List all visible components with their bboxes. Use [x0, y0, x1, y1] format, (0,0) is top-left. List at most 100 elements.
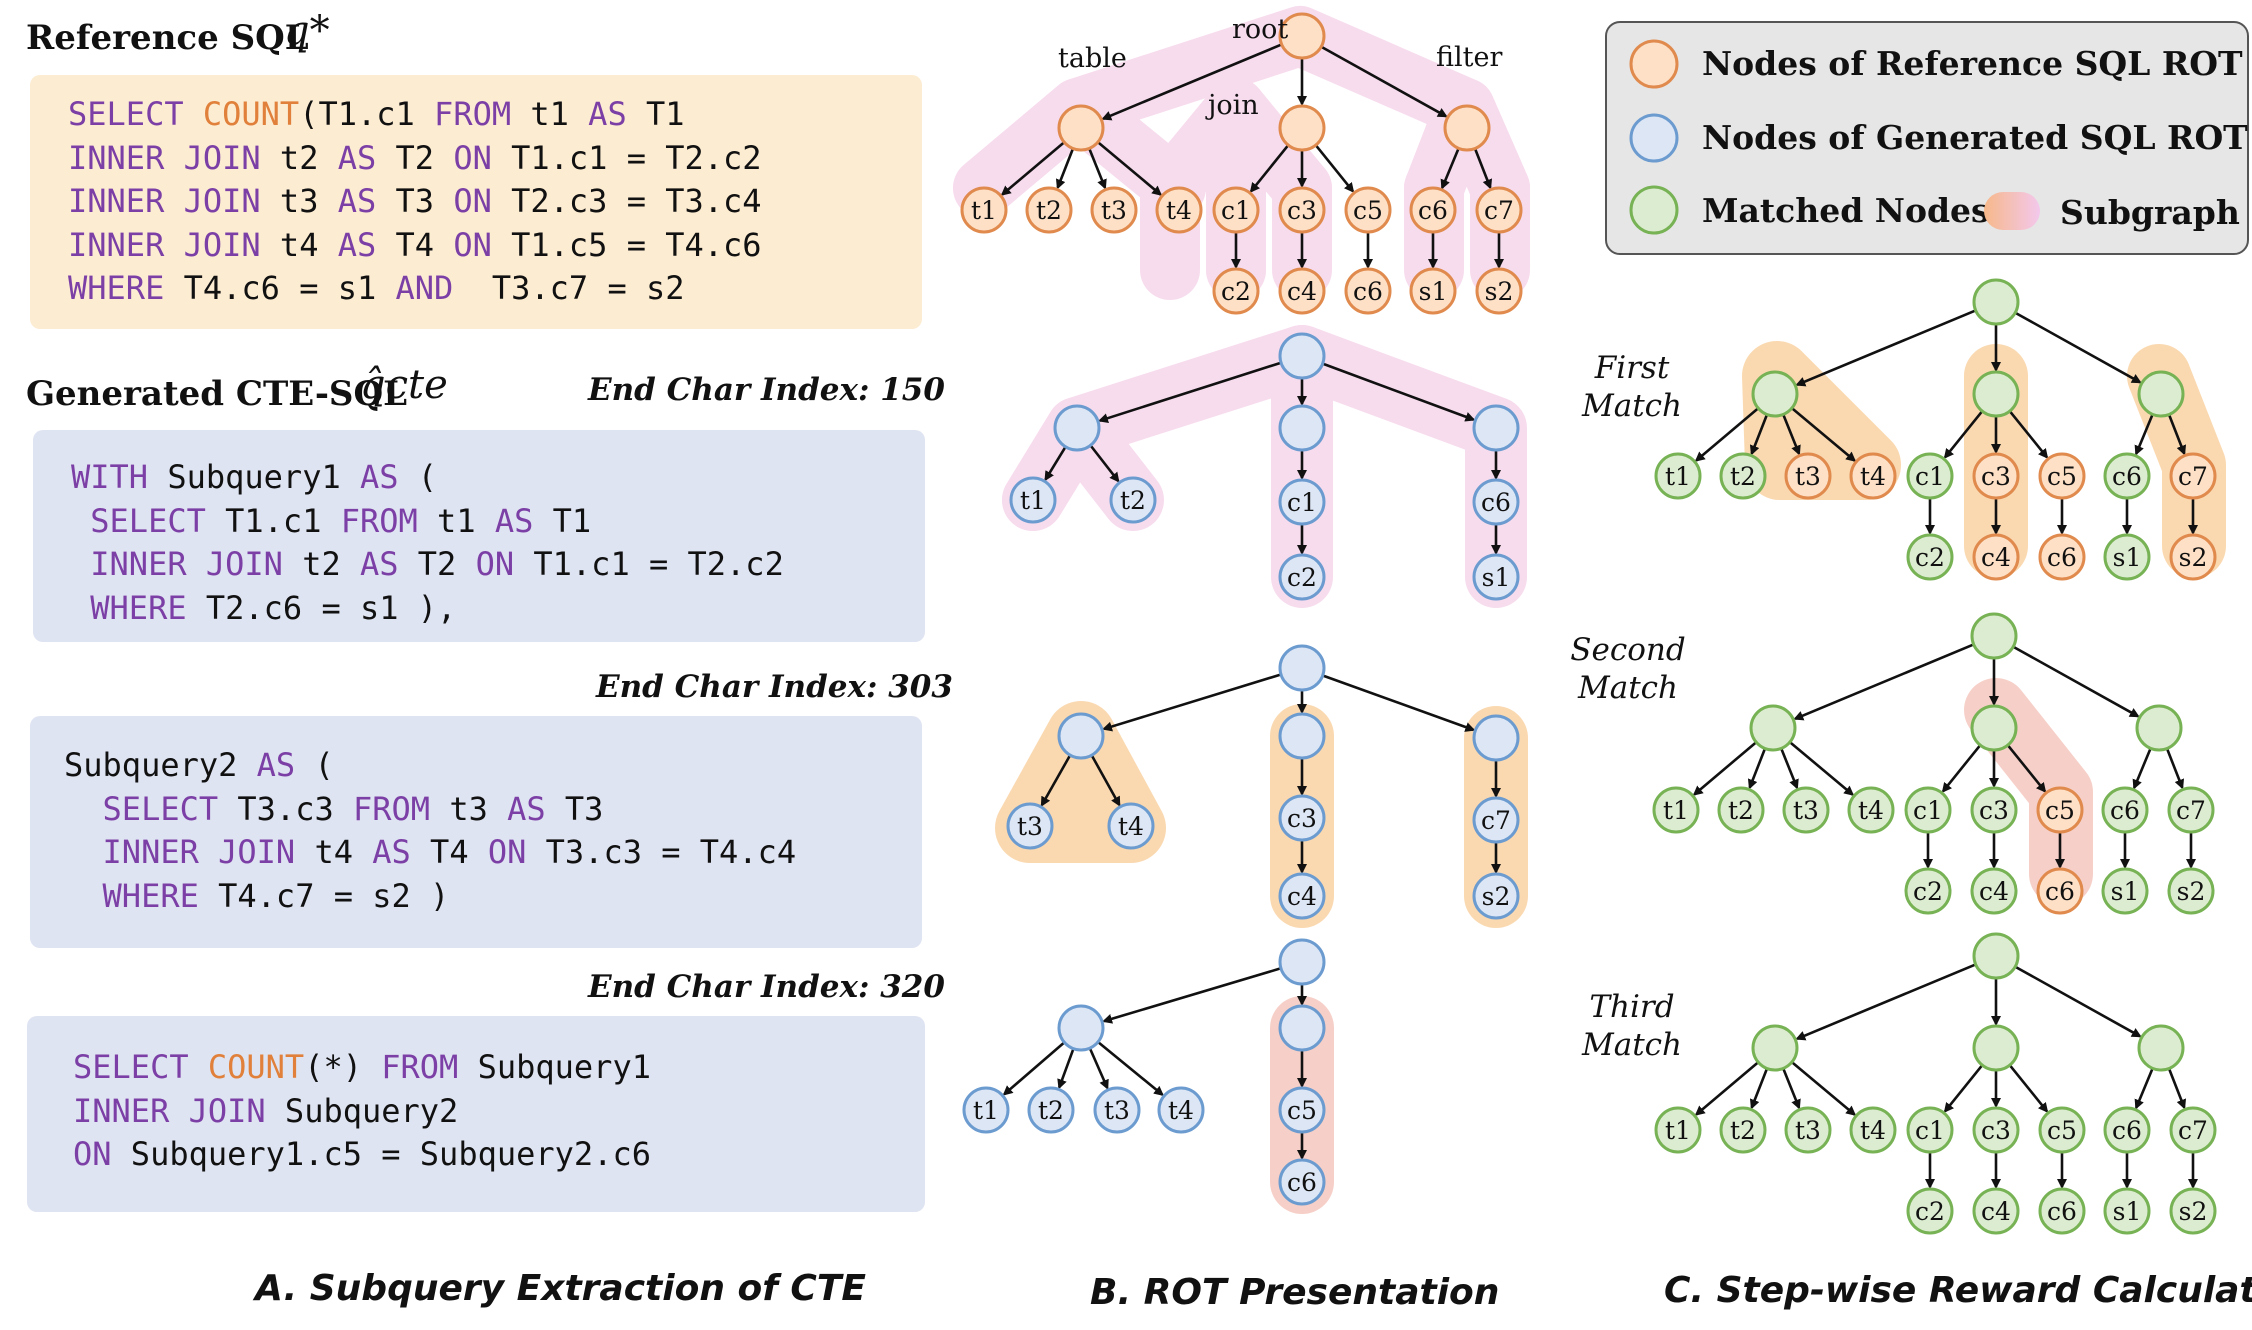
sql-keyword: AS — [337, 182, 377, 220]
legend: Nodes of Reference SQL ROT Nodes of Gene… — [1605, 21, 2249, 255]
tree-label-filter: filter — [1436, 42, 1502, 73]
node-inner — [1972, 932, 2020, 980]
tree-edge — [1749, 1068, 1769, 1110]
node-t4 — [1157, 1086, 1205, 1134]
node-s1 — [1409, 267, 1457, 315]
sql-keyword: AS — [256, 746, 296, 784]
tree-edge — [1088, 1047, 1109, 1090]
sql-keyword: WHERE — [90, 588, 187, 627]
sql-keyword: ON — [453, 138, 492, 177]
node-label: c4 — [1981, 1197, 2011, 1226]
node-c7 — [2167, 786, 2215, 834]
node-inner — [1972, 278, 2020, 326]
node-label: t4 — [1860, 1116, 1886, 1145]
node-c3 — [1970, 786, 2018, 834]
sql-keyword: INNER JOIN — [68, 225, 261, 264]
tree-edge — [1694, 1061, 1760, 1116]
legend-reference-node-icon — [1629, 39, 1679, 89]
sql-text: Subquery1 — [148, 458, 360, 496]
node-inner — [2137, 370, 2185, 418]
sql-keyword: FROM — [352, 789, 431, 828]
tree-edge — [1782, 413, 1801, 456]
node-label: c2 — [1913, 877, 1943, 906]
node-label: c6 — [2045, 877, 2075, 906]
node-label: t1 — [971, 196, 997, 225]
node-label: c3 — [1979, 796, 2009, 825]
tree-edge — [1791, 1061, 1857, 1116]
sql-keyword: AND — [395, 269, 454, 307]
sql-keyword: AS — [494, 501, 534, 540]
node-inner — [1278, 712, 1326, 760]
node-label: c6 — [2047, 1197, 2077, 1226]
node-c7 — [2169, 1106, 2217, 1154]
node-s2 — [2169, 1187, 2217, 1235]
tree-edge — [2134, 1067, 2154, 1110]
node-c6 — [1472, 478, 1520, 526]
node-s2 — [2167, 867, 2215, 915]
node-t1 — [1009, 476, 1057, 524]
sql-text: t4 — [295, 833, 373, 871]
tree-edge — [2167, 1068, 2187, 1110]
node-label: c1 — [1915, 462, 1945, 491]
node-c2 — [1906, 1187, 1954, 1235]
code-line: INNER JOIN t2 AS T2 ON T1.c1 = T2.c2 — [71, 543, 784, 587]
node-label: s2 — [1482, 882, 1511, 911]
tree-edge — [1088, 147, 1107, 190]
code-line: SELECT T1.c1 FROM t1 AS T1 — [71, 500, 784, 544]
caption-b: B. ROT Presentation — [1090, 1272, 1499, 1313]
node-s1 — [1472, 553, 1520, 601]
sql-text: T3.c3 — [218, 789, 353, 828]
cte-subquery1-code: WITH Subquery1 AS ( SELECT T1.c1 FROM t1… — [71, 456, 784, 630]
tree-edge — [1789, 741, 1855, 796]
node-c5 — [2038, 452, 2086, 500]
node-t1 — [1652, 786, 1700, 834]
node-inner — [1751, 1024, 1799, 1072]
sql-text: ( — [398, 458, 438, 496]
sql-keyword: WHERE — [68, 269, 165, 307]
cte-subquery1-box: WITH Subquery1 AS ( SELECT T1.c1 FROM t1… — [33, 430, 925, 642]
node-label: c4 — [1979, 877, 2009, 906]
node-label: t1 — [973, 1096, 999, 1125]
caption-c: C. Step-wise Reward Calculation — [1664, 1270, 2252, 1311]
node-label: t2 — [1038, 1096, 1064, 1125]
tree-edge — [1322, 362, 1476, 422]
node-label: c1 — [1221, 196, 1251, 225]
node-c6 — [2103, 1106, 2151, 1154]
node-label: c7 — [2178, 1116, 2208, 1145]
sql-keyword: AS — [372, 833, 411, 871]
sql-text: T1 — [533, 501, 592, 540]
sql-text: T4.c6 = s1 — [164, 269, 396, 307]
node-label: t4 — [1860, 462, 1886, 491]
reference-sql-symbol: q* — [284, 8, 330, 54]
tree-edge — [2014, 965, 2142, 1038]
node-c2 — [1904, 867, 1952, 915]
tree-edge — [1440, 147, 1460, 190]
node-label: s2 — [1485, 277, 1514, 306]
subgraph-region-reference-join2 — [1140, 78, 1332, 218]
match-label-first-2: Match — [1581, 388, 1682, 424]
code-line: SELECT COUNT(*) FROM Subquery1 — [73, 1046, 651, 1090]
node-label: t3 — [1101, 196, 1127, 225]
node-t1 — [1654, 1106, 1702, 1154]
sql-text: T1.c1 — [205, 501, 341, 540]
sql-keyword: SELECT — [73, 1048, 208, 1086]
node-c6 — [2038, 1187, 2086, 1235]
sql-text: T1.c5 = T4.c6 — [491, 225, 762, 264]
legend-generated-nodes: Nodes of Generated SQL ROT — [1702, 118, 2248, 157]
node-c5 — [1278, 1086, 1326, 1134]
node-c2 — [1212, 267, 1260, 315]
sql-text: ( — [295, 746, 334, 784]
node-label: c7 — [2176, 796, 2206, 825]
sql-text: t2 — [260, 138, 338, 177]
sql-text: t3 — [260, 182, 338, 220]
node-s2 — [1472, 872, 1520, 920]
node-inner — [2137, 1024, 2185, 1072]
node-inner — [1749, 704, 1797, 752]
sql-keyword: AS — [359, 458, 399, 496]
node-label: c3 — [1287, 804, 1317, 833]
sql-keyword: ON — [487, 833, 527, 871]
match-label-first-1: First — [1594, 350, 1670, 386]
node-t2 — [1109, 476, 1157, 524]
